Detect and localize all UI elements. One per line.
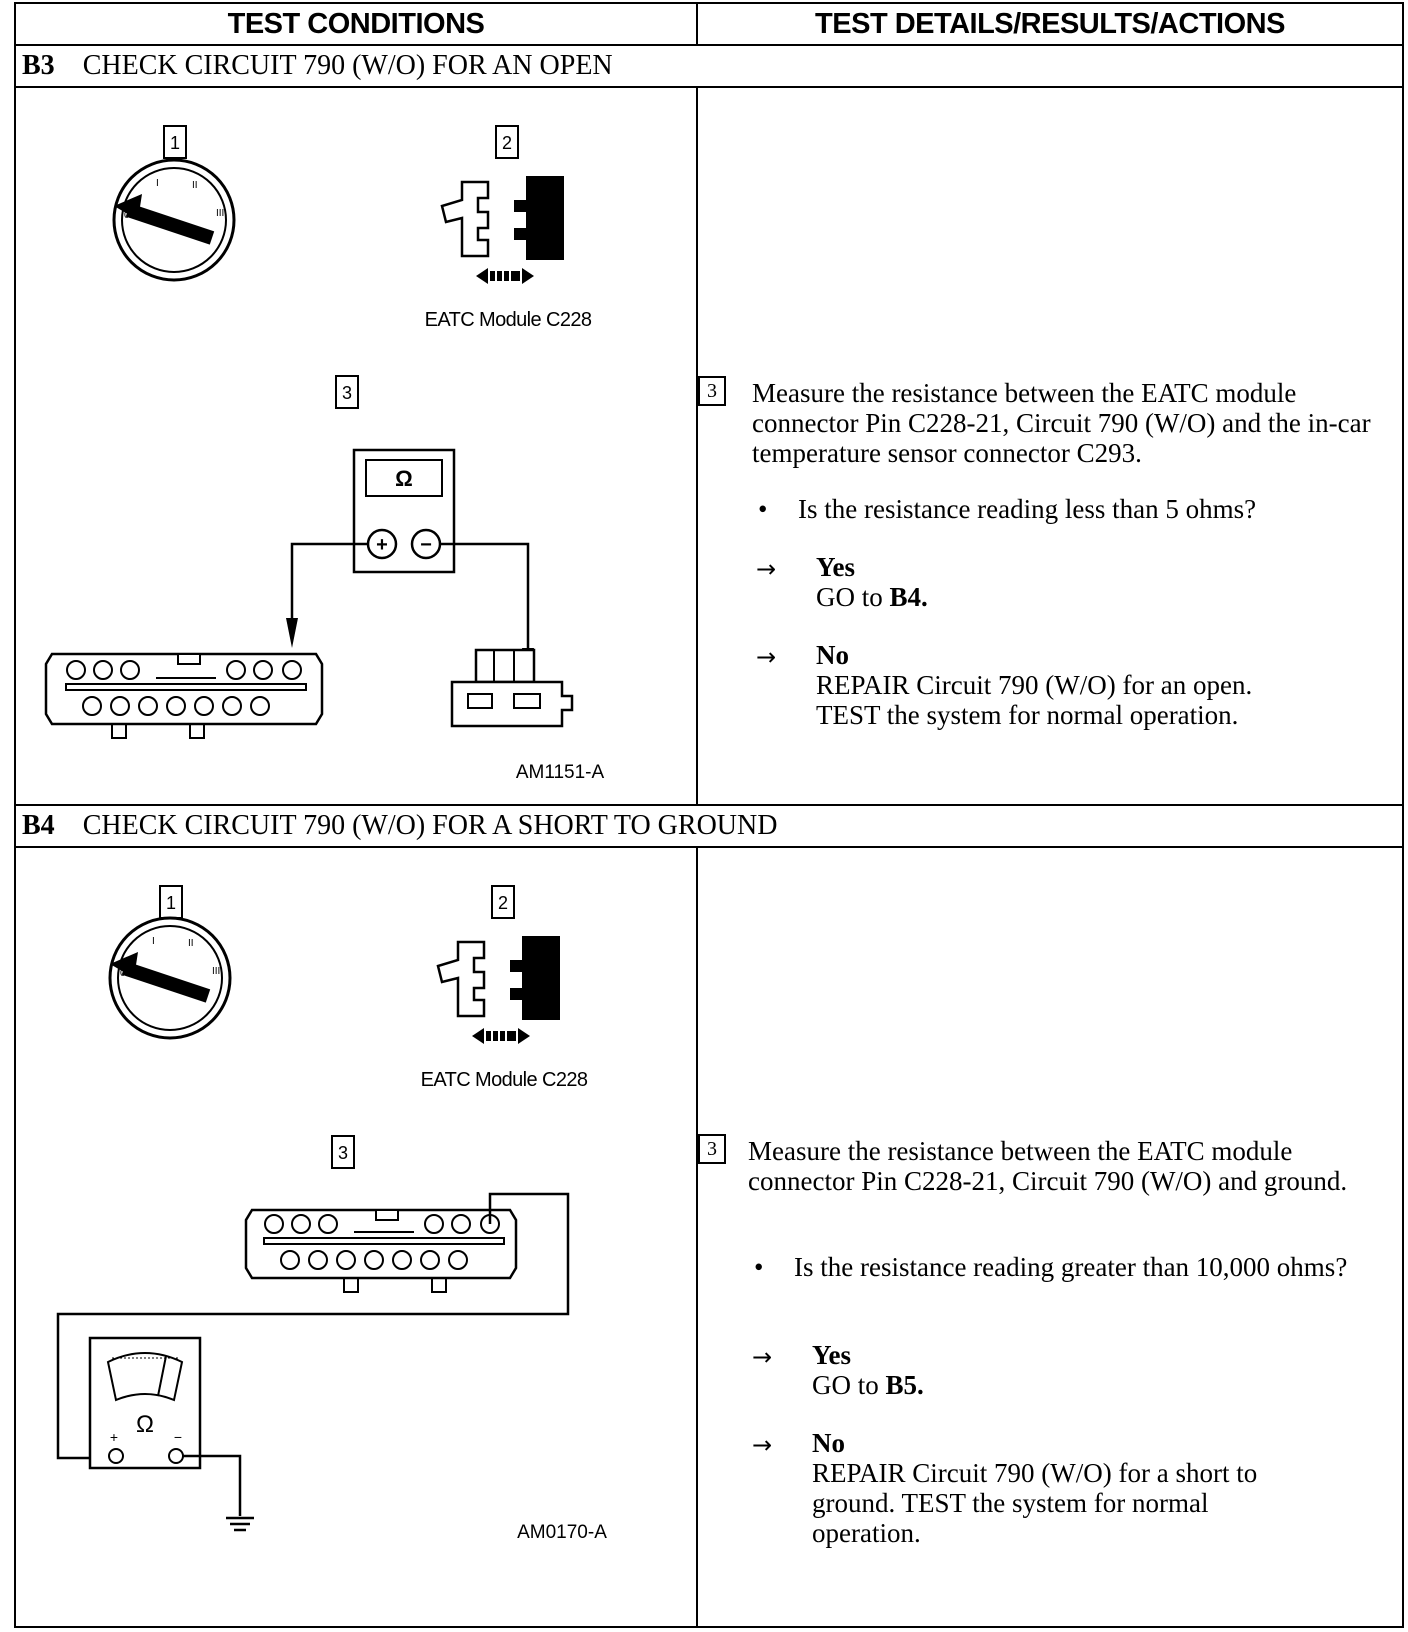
eatc-module-connector-icon <box>44 652 324 739</box>
svg-text:3: 3 <box>342 383 352 403</box>
question-text: Is the resistance reading less than 5 oh… <box>798 494 1257 524</box>
arrow-right-icon: → <box>752 1343 773 1371</box>
yes-outcome: Yes GO to B4. <box>816 552 1376 612</box>
temperature-sensor-connector-icon <box>450 648 574 728</box>
step-2-marker: 2 <box>491 885 515 919</box>
svg-text:2: 2 <box>502 133 512 153</box>
section-heading: CHECK CIRCUIT 790 (W/O) FOR A SHORT TO G… <box>82 810 778 841</box>
svg-text:−: − <box>420 534 432 556</box>
no-label: No <box>816 640 849 670</box>
svg-text:I: I <box>156 178 159 189</box>
section-b4-details: 3 Measure the resistance between the EAT… <box>698 848 1402 1626</box>
svg-text:Ω: Ω <box>395 466 413 491</box>
svg-text:0: 0 <box>120 968 126 979</box>
section-b4-diagram: 1 0 I II III 2 EATC Module C228 <box>56 885 607 1543</box>
yes-action: GO to B4. <box>816 582 928 612</box>
svg-text:3: 3 <box>338 1143 348 1163</box>
step-number: 1 <box>170 133 180 153</box>
question-text: Is the resistance reading greater than 1… <box>794 1252 1348 1282</box>
svg-text:III: III <box>216 208 224 219</box>
no-outcome: No REPAIR Circuit 790 (W/O) for a short … <box>812 1428 1312 1548</box>
section-id: B4 <box>22 810 55 841</box>
step-3-marker: 3 <box>331 1135 355 1169</box>
step-1-marker: 1 <box>163 125 187 159</box>
section-divider <box>16 804 1402 806</box>
arrow-right-icon: → <box>756 555 777 583</box>
svg-text:−: − <box>174 1429 182 1445</box>
svg-text:II: II <box>188 938 194 949</box>
step-3-instruction: Measure the resistance between the EATC … <box>752 378 1371 468</box>
header-test-details: TEST DETAILS/RESULTS/ACTIONS <box>698 4 1402 46</box>
arrow-right-icon: → <box>752 1431 773 1459</box>
connector-disconnect-icon <box>436 936 560 1044</box>
svg-text:+: + <box>110 1429 118 1445</box>
section-b3-title: B3 CHECK CIRCUIT 790 (W/O) FOR AN OPEN <box>16 46 1402 88</box>
step-1-marker: 1 <box>159 885 183 919</box>
yes-label: Yes <box>812 1340 851 1370</box>
step-3-instruction: Measure the resistance between the EATC … <box>748 1136 1348 1196</box>
ground-icon <box>226 1516 254 1532</box>
bullet-icon: • <box>758 494 768 524</box>
no-action: REPAIR Circuit 790 (W/O) for a short to … <box>812 1458 1258 1548</box>
header-test-conditions: TEST CONDITIONS <box>16 4 698 46</box>
step-3-marker: 3 <box>698 376 726 406</box>
no-label: No <box>812 1428 845 1458</box>
figure-id: AM1151-A <box>516 762 605 783</box>
no-outcome: No REPAIR Circuit 790 (W/O) for an open.… <box>816 640 1316 730</box>
figure-id: AM0170-A <box>517 1522 607 1543</box>
svg-text:III: III <box>212 966 220 977</box>
ignition-switch-off-icon: 0 I II III <box>112 158 236 282</box>
step-3-marker: 3 <box>698 1134 726 1164</box>
goto-link[interactable]: B5. <box>885 1370 924 1400</box>
svg-text:+: + <box>376 534 388 556</box>
step-3-marker: 3 <box>335 375 359 409</box>
column-divider <box>696 88 698 804</box>
svg-text:1: 1 <box>166 893 176 913</box>
ignition-switch-off-icon: 0 I II III <box>108 916 232 1040</box>
section-b4-title: B4 CHECK CIRCUIT 790 (W/O) FOR A SHORT T… <box>16 806 1402 848</box>
eatc-module-connector-icon <box>244 1208 518 1293</box>
arrow-right-icon: → <box>756 643 777 671</box>
ohmmeter-icon: Ω + − <box>352 448 456 574</box>
yes-action: GO to B5. <box>812 1370 924 1400</box>
section-b3-diagram: 1 0 I II III 2 EATC Modul <box>44 125 605 783</box>
svg-text:I: I <box>152 936 155 947</box>
step-2-marker: 2 <box>495 125 519 159</box>
yes-label: Yes <box>816 552 855 582</box>
goto-link[interactable]: B4. <box>889 582 928 612</box>
svg-text:0: 0 <box>124 210 130 221</box>
no-action: REPAIR Circuit 790 (W/O) for an open. TE… <box>816 670 1253 730</box>
svg-text:II: II <box>192 180 198 191</box>
bullet-icon: • <box>754 1252 764 1282</box>
analog-ohmmeter-icon: Ω + − <box>88 1336 202 1470</box>
connector-label: EATC Module C228 <box>425 309 592 331</box>
column-divider <box>696 848 698 1626</box>
svg-text:2: 2 <box>498 893 508 913</box>
svg-text:Ω: Ω <box>136 1411 154 1438</box>
connector-label: EATC Module C228 <box>421 1069 588 1091</box>
section-b3-details: 3 Measure the resistance between the EAT… <box>698 88 1402 804</box>
connector-disconnect-icon <box>440 176 564 284</box>
section-id: B3 <box>22 50 55 81</box>
yes-outcome: Yes GO to B5. <box>812 1340 1372 1400</box>
test-procedure-table: TEST CONDITIONS TEST DETAILS/RESULTS/ACT… <box>14 2 1404 1628</box>
section-heading: CHECK CIRCUIT 790 (W/O) FOR AN OPEN <box>82 50 613 81</box>
